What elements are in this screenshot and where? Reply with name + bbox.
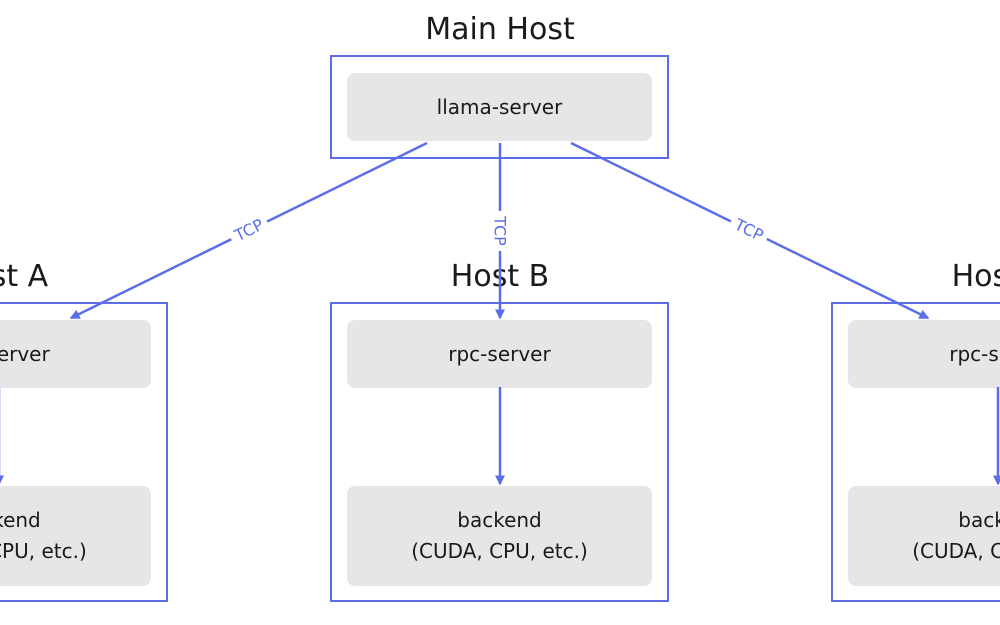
host-c-box: rpc-server backend (CUDA, CPU, etc.) [831,302,1000,602]
llama-server-label: llama-server [436,94,563,119]
host-b-rpc-server-label: rpc-server [448,341,551,366]
host-a-backend-label: backend [0,508,41,532]
host-c-backend-node: backend (CUDA, CPU, etc.) [848,486,1000,586]
tcp-label-host-b-group: TCP [490,211,510,251]
host-b-box: rpc-server backend (CUDA, CPU, etc.) [330,302,669,602]
host-a-rpc-server-label: rpc-server [0,341,50,366]
host-a-title: Host A [0,259,49,294]
host-c-title: Host C [951,259,1000,294]
host-a-box: rpc-server backend (CUDA, CPU, etc.) [0,302,168,602]
tcp-label-host-c-bg [726,212,772,248]
host-b-rpc-server-node: rpc-server [347,320,652,388]
tcp-label-host-c-group: TCP [726,212,772,248]
host-a-backend-node: backend (CUDA, CPU, etc.) [0,486,151,586]
tcp-label-host-a-bg [226,212,272,248]
host-c-backend-label: backend [958,508,1000,532]
main-host-title: Main Host [425,12,575,47]
host-b-backend-label: backend [457,508,542,532]
tcp-label-host-b-bg [490,211,510,251]
host-b-backend-node: backend (CUDA, CPU, etc.) [347,486,652,586]
host-c-rpc-server-label: rpc-server [949,341,1000,366]
host-b-backend-detail: (CUDA, CPU, etc.) [411,539,588,563]
main-host-box: llama-server [330,55,669,159]
host-c-backend-detail: (CUDA, CPU, etc.) [912,539,1000,563]
tcp-label-host-a-group: TCP [226,212,272,248]
llama-server-node: llama-server [347,73,652,141]
host-a-rpc-server-node: rpc-server [0,320,151,388]
tcp-label-host-b: TCP [491,215,510,246]
host-a-backend-detail: (CUDA, CPU, etc.) [0,539,87,563]
host-c-rpc-server-node: rpc-server [848,320,1000,388]
